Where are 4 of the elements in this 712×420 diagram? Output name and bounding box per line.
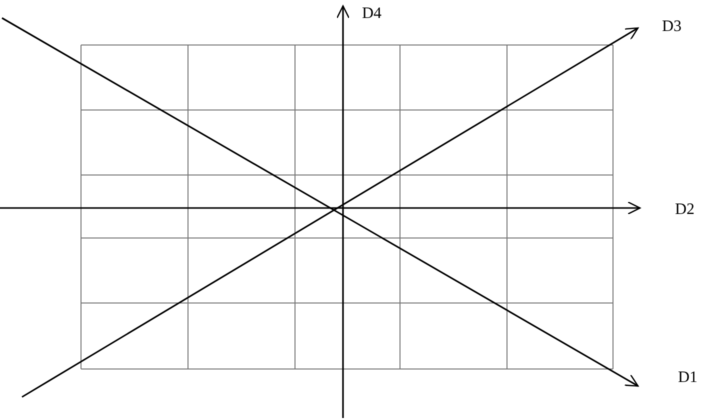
direction-label: D4 — [362, 6, 382, 22]
direction-label: D1 — [678, 370, 698, 386]
direction-label: D3 — [662, 19, 682, 35]
direction-label: D2 — [675, 202, 695, 218]
